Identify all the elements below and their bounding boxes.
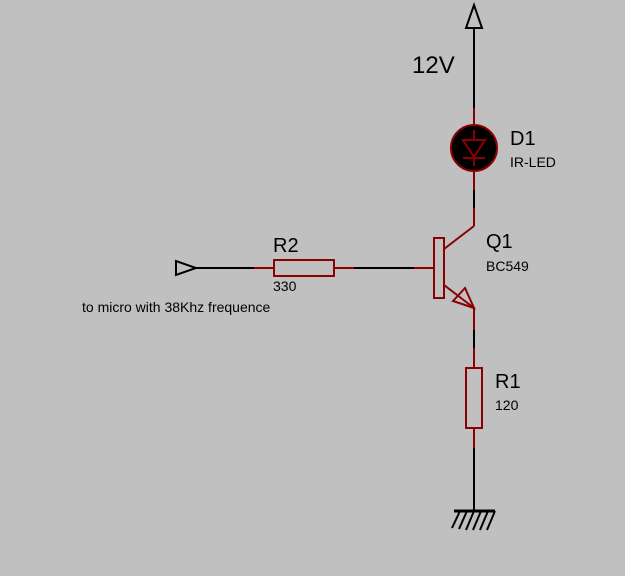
input-terminal: to micro with 38Khz frequence: [82, 259, 271, 315]
q1-emitter-lead: [443, 284, 475, 309]
resistor-r1: R1 120: [465, 348, 521, 448]
input-arrow-icon: [175, 259, 200, 277]
q1-base-bar: [433, 237, 445, 299]
supply-label: 12V: [412, 52, 455, 79]
d1-ref-label: D1: [510, 128, 536, 150]
r2-value-label: 330: [273, 278, 297, 294]
q1-collector-lead: [443, 225, 475, 250]
led-body-icon: [450, 124, 498, 172]
r1-value-label: 120: [495, 397, 519, 413]
ground-symbol: [451, 448, 496, 531]
diode-d1: D1 IR-LED: [450, 108, 556, 190]
transistor-q1: Q1 BC549: [414, 208, 529, 330]
r1-ref-label: R1: [495, 371, 521, 393]
q1-value-label: BC549: [486, 258, 529, 274]
input-note-label: to micro with 38Khz frequence: [82, 299, 271, 315]
resistor-r2: R2 330: [254, 235, 354, 294]
emitter-arrow-icon: [451, 286, 476, 310]
supply-arrow-icon: [464, 1, 484, 29]
d1-value-label: IR-LED: [510, 154, 556, 170]
supply-terminal: 12V: [412, 1, 484, 108]
ground-icon: [451, 509, 496, 531]
r2-ref-label: R2: [273, 235, 299, 257]
q1-ref-label: Q1: [486, 231, 513, 253]
r2-body: [273, 259, 335, 277]
r1-body: [465, 367, 483, 429]
